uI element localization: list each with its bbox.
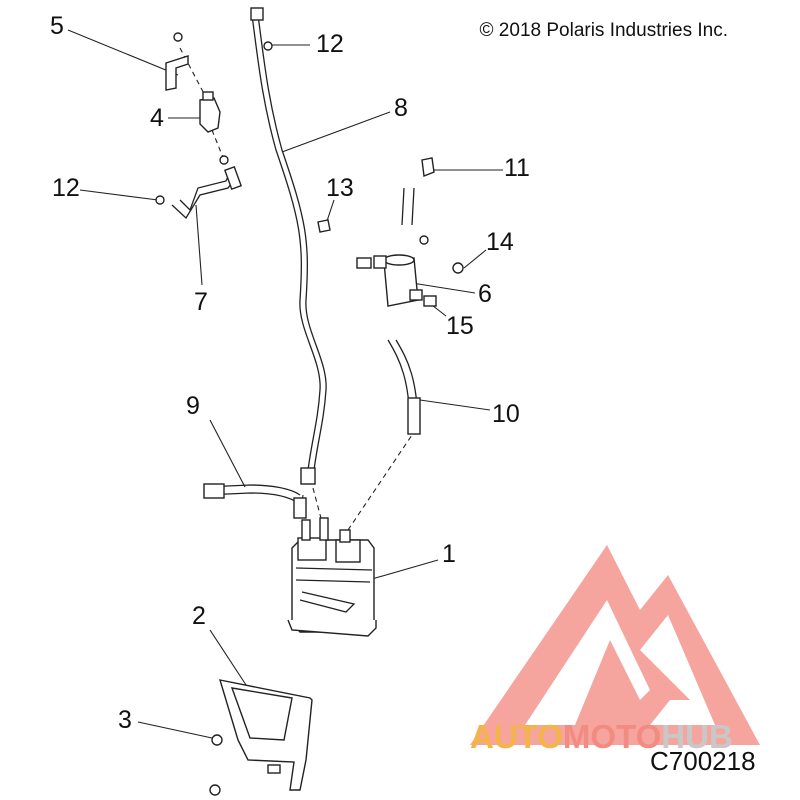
- callout-3: 3: [118, 706, 132, 734]
- part-4-valve: [199, 91, 229, 165]
- part-6-valve: [356, 235, 464, 307]
- watermark-auto: AUTO: [470, 718, 563, 755]
- part-9-hose: [203, 483, 307, 519]
- callout-11: 11: [504, 154, 530, 182]
- callout-1: 1: [442, 540, 456, 568]
- part-code: C700218: [650, 746, 756, 776]
- callout-5: 5: [50, 12, 64, 40]
- part-3-bolt: [211, 734, 223, 746]
- watermark-moto: MOTO: [562, 718, 662, 755]
- part-13-clip: [317, 219, 331, 233]
- part-7-hose: [155, 165, 243, 220]
- callout-15: 15: [446, 312, 474, 340]
- part-10-hose: [387, 339, 421, 435]
- watermark-text: AUTOMOTOHUB: [470, 718, 733, 756]
- part-1-canister: [287, 517, 377, 637]
- callout-8: 8: [394, 94, 408, 122]
- callout-14: 14: [486, 228, 514, 256]
- callout-9: 9: [186, 392, 200, 420]
- watermark-hub: HUB: [661, 718, 733, 755]
- callout-12-left: 12: [52, 174, 80, 202]
- part-2-bracket: [209, 679, 313, 796]
- watermark-logo: [470, 545, 760, 745]
- part-8-hose: [250, 7, 327, 485]
- copyright-notice: © 2018 Polaris Industries Inc.: [479, 20, 728, 41]
- part-5-bracket: [165, 32, 189, 91]
- part-11-fitting: [401, 157, 435, 226]
- callout-4: 4: [150, 104, 164, 132]
- callout-10: 10: [492, 400, 520, 428]
- callout-2: 2: [192, 602, 206, 630]
- callout-13: 13: [326, 174, 354, 202]
- callout-12-top: 12: [316, 30, 344, 58]
- leader-lines: [67, 29, 503, 739]
- callout-7: 7: [194, 288, 208, 316]
- callout-6: 6: [478, 280, 492, 308]
